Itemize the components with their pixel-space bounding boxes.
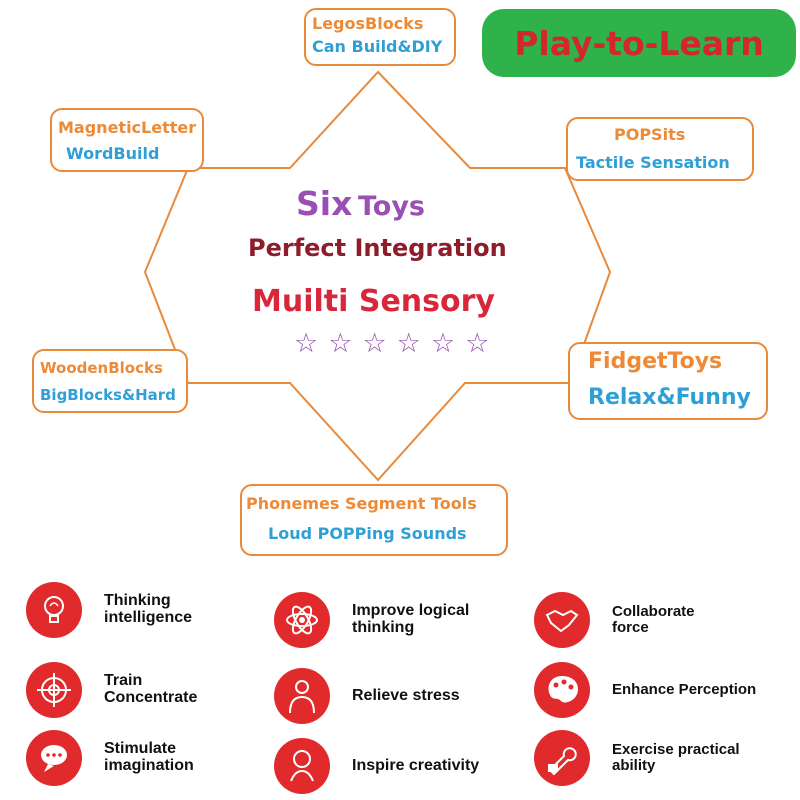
toy-box-subtitle: BigBlocks&Hard [40, 385, 176, 404]
star-icon: ☆ [362, 328, 387, 359]
toy-box-title: MagneticLetter [58, 118, 197, 137]
toy-box-title: WoodenBlocks [40, 359, 163, 377]
center-multi-sensory: Muilti Sensory [252, 284, 495, 319]
toy-box-legos-blocks: LegosBlocks Can Build&DIY [304, 8, 456, 66]
benefit-label: Relieve stress [352, 686, 460, 704]
star-icon: ☆ [294, 328, 319, 359]
benefit-inspire-creativity: Inspire creativity [274, 738, 532, 794]
idea-hand-icon [274, 738, 330, 794]
toy-box-title: POPSits [614, 125, 686, 144]
center-heading-six-toys: Six Toys [296, 184, 425, 223]
benefit-label: Enhance Perception [612, 681, 757, 699]
toy-box-title: Phonemes Segment Tools [246, 494, 477, 513]
benefit-relieve-stress: Relieve stress [274, 668, 532, 724]
star-icon: ☆ [430, 328, 456, 359]
star-icon: ☆ [465, 328, 490, 359]
toy-box-popsits: POPSits Tactile Sensation [566, 117, 754, 181]
toy-box-phonemes-segment-tools: Phonemes Segment Tools Loud POPPing Soun… [240, 484, 508, 556]
star-icon: ☆ [396, 328, 421, 359]
toy-box-subtitle: Tactile Sensation [576, 153, 730, 172]
toy-box-magnetic-letter: MagneticLetter WordBuild [50, 108, 204, 172]
handshake-icon [534, 592, 590, 648]
toy-box-subtitle: Relax&Funny [588, 384, 751, 410]
palette-icon [534, 662, 590, 718]
word-toys: Toys [357, 191, 426, 222]
center-perfect-integration: Perfect Integration [248, 234, 507, 262]
toy-box-subtitle: WordBuild [66, 144, 160, 163]
benefit-label: Inspire creativity [352, 756, 480, 774]
wrench-hand-icon [534, 730, 590, 786]
relieved-person-icon [274, 668, 330, 724]
toy-box-subtitle: Loud POPPing Sounds [268, 524, 467, 543]
toy-box-fidget-toys: FidgetToys Relax&Funny [568, 342, 768, 420]
toy-box-wooden-blocks: WoodenBlocks BigBlocks&Hard [32, 349, 188, 413]
rating-stars: ☆ ☆ ☆ ☆ ☆ ☆ [294, 330, 489, 357]
toy-box-title: LegosBlocks [312, 14, 424, 33]
play-to-learn-banner: Play-to-Learn [482, 9, 796, 77]
toy-box-title: FidgetToys [588, 349, 723, 374]
star-icon: ☆ [328, 328, 353, 359]
target-icon [26, 662, 82, 718]
benefit-enhance-perception: Enhance Perception [534, 662, 800, 718]
word-six: Six [296, 184, 353, 223]
toy-box-subtitle: Can Build&DIY [312, 37, 443, 56]
six-pointed-star-outline [143, 70, 612, 482]
atom-icon [274, 592, 330, 648]
lightbulb-brain-icon [26, 582, 82, 638]
thought-bubble-icon [26, 730, 82, 786]
